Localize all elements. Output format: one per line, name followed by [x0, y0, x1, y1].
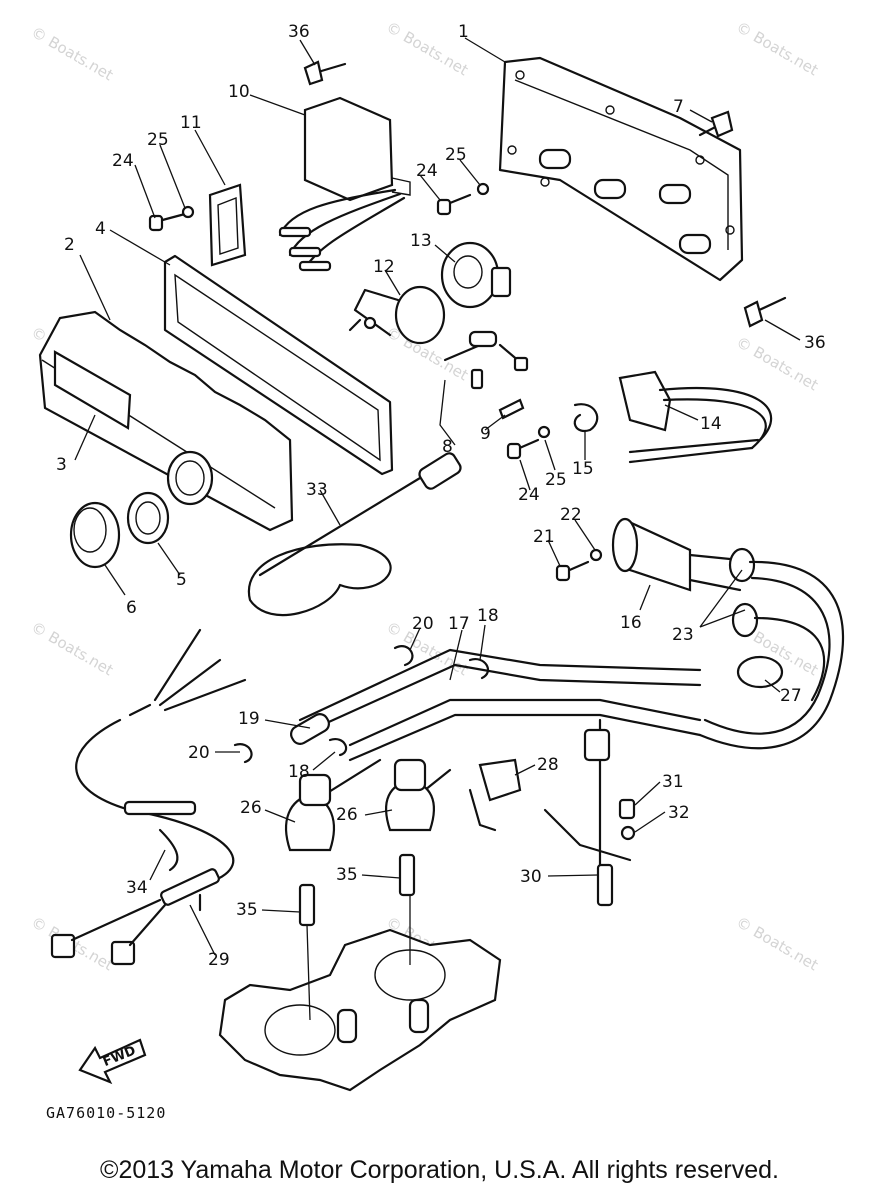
callout-25: 25 [445, 145, 467, 165]
callout-8: 8 [442, 437, 453, 457]
bolt-top [303, 60, 347, 86]
reference-code: GA76010-5120 [46, 1104, 167, 1122]
callout-10: 10 [228, 82, 250, 102]
clamp-15 [573, 403, 599, 433]
callout-1: 1 [458, 22, 469, 42]
label-plate [53, 350, 132, 430]
bolt-washer-upper-left [148, 205, 195, 232]
callout-labels: 36 1 10 7 11 25 24 24 25 13 2 4 12 36 3 … [56, 22, 826, 970]
callout-17: 17 [448, 614, 470, 634]
callout-26: 26 [336, 805, 358, 825]
callout-18: 18 [477, 606, 499, 626]
callout-23: 23 [672, 625, 694, 645]
callout-15: 15 [572, 459, 594, 479]
callout-22: 22 [560, 505, 582, 525]
callout-34: 34 [126, 878, 148, 898]
bracket-28 [468, 758, 522, 832]
callout-24: 24 [416, 161, 438, 181]
plug-lead [247, 452, 462, 617]
copyright-notice: ©2013 Yamaha Motor Corporation, U.S.A. A… [100, 1156, 779, 1184]
callout-4: 4 [95, 219, 106, 239]
callout-6: 6 [126, 598, 137, 618]
callout-13: 13 [410, 231, 432, 251]
callout-30: 30 [520, 867, 542, 887]
callout-9: 9 [480, 424, 491, 444]
callout-20: 20 [188, 743, 210, 763]
bolt-washer-upper-mid [436, 182, 490, 216]
watermark: © Boats.net [28, 618, 116, 679]
callout-2: 2 [64, 235, 75, 255]
callout-14: 14 [700, 414, 722, 434]
gasket [163, 254, 394, 476]
callout-18: 18 [288, 762, 310, 782]
electrical-box-base [498, 56, 744, 282]
callout-16: 16 [620, 613, 642, 633]
tube-clips [233, 645, 489, 764]
cylinder-head [218, 928, 502, 1092]
callout-35: 35 [236, 900, 258, 920]
plug-cap-left [285, 773, 335, 852]
electrical-box-cover [38, 310, 294, 532]
callout-12: 12 [373, 257, 395, 277]
callout-5: 5 [176, 570, 187, 590]
cap [69, 501, 121, 569]
callout-32: 32 [668, 803, 690, 823]
callout-35: 35 [336, 865, 358, 885]
cap-gasket [126, 491, 170, 545]
callout-28: 28 [537, 755, 559, 775]
fuse-lead [443, 330, 529, 390]
forward-arrow: FWD [78, 1038, 147, 1085]
watermark: © Boats.net [28, 23, 116, 84]
callout-27: 27 [780, 686, 802, 706]
callout-36: 36 [288, 22, 310, 42]
callout-19: 19 [238, 709, 260, 729]
callout-33: 33 [306, 480, 328, 500]
leader-lines [74, 37, 801, 1021]
callout-25: 25 [147, 130, 169, 150]
callout-36: 36 [804, 333, 826, 353]
watermark: © Boats.net [733, 913, 821, 974]
bolt-31-washer-32 [618, 798, 636, 841]
harness-left [50, 628, 247, 966]
bolt-washer-21-22 [555, 548, 603, 582]
callout-24: 24 [112, 151, 134, 171]
callout-24: 24 [518, 485, 540, 505]
sensor-30 [543, 718, 632, 907]
bolt-washer-lower [506, 425, 551, 460]
callout-7: 7 [673, 97, 684, 117]
starter-relay [440, 241, 512, 309]
bolt-7 [698, 110, 734, 138]
callout-26: 26 [240, 798, 262, 818]
bolt-right [743, 296, 787, 328]
bracket [208, 183, 247, 267]
callout-21: 21 [533, 527, 555, 547]
rectifier-regulator [278, 96, 411, 272]
callout-3: 3 [56, 455, 67, 475]
hoses-right [698, 560, 844, 750]
watermark: © Boats.net [733, 18, 821, 79]
callout-29: 29 [208, 950, 230, 970]
plug-cap-right [385, 758, 435, 832]
fuse-holder [348, 285, 446, 345]
clamp-27 [736, 655, 784, 689]
ignition-coil [611, 517, 742, 592]
fuse [498, 398, 525, 420]
callout-31: 31 [662, 772, 684, 792]
switch-plate [618, 370, 773, 464]
callout-20: 20 [412, 614, 434, 634]
callout-25: 25 [545, 470, 567, 490]
callout-11: 11 [180, 113, 202, 133]
